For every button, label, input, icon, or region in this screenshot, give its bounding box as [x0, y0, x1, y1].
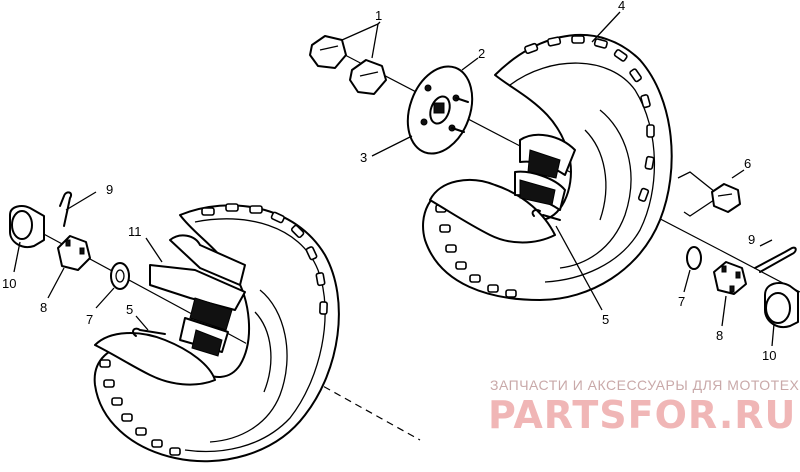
dust-cap [9, 205, 45, 248]
cotter-pin-5 [132, 327, 166, 337]
callout-7-left: 7 [86, 312, 93, 327]
right-wheel-assembly [309, 11, 800, 347]
callout-7-right: 7 [678, 294, 685, 309]
callout-9-left: 9 [106, 182, 113, 197]
castle-nut [57, 235, 91, 271]
callout-6: 6 [744, 156, 751, 171]
rim [429, 133, 576, 244]
tire [422, 33, 673, 301]
callout-5-right: 5 [602, 312, 609, 327]
leader-lines [13, 191, 163, 331]
cotter-pin [754, 246, 797, 273]
watermark-tagline: ЗАПЧАСТИ И АКСЕССУАРЫ ДЛЯ МОТОТЕХНИКИ [490, 377, 800, 393]
callout-11: 11 [128, 224, 142, 239]
rim [94, 234, 246, 386]
dust-cap [764, 282, 799, 328]
washer [686, 246, 702, 270]
left-wheel-assembly [9, 191, 421, 463]
callout-8-left: 8 [40, 300, 47, 315]
castle-nut [713, 261, 747, 295]
callout-numbers: 1 2 3 4 5 6 7 8 9 10 9 10 8 7 11 5 [2, 0, 776, 363]
callout-10-left: 10 [2, 276, 16, 291]
axle-nut [711, 183, 741, 213]
callout-2: 2 [478, 46, 485, 61]
cotter-pin-5 [531, 208, 561, 221]
hub [406, 65, 474, 155]
tread-lugs [99, 203, 328, 456]
callout-10-right: 10 [762, 348, 776, 363]
left-axle-dashed [239, 339, 421, 441]
tire [93, 203, 340, 463]
callout-5-left: 5 [126, 302, 133, 317]
washer [110, 262, 130, 290]
callout-4: 4 [618, 0, 625, 13]
watermark: ЗАПЧАСТИ И АКСЕССУАРЫ ДЛЯ МОТОТЕХНИКИ PA… [488, 377, 800, 437]
leader-lines [341, 11, 775, 347]
callout-8-right: 8 [716, 328, 723, 343]
callout-3: 3 [360, 150, 367, 165]
cotter-pin [59, 191, 73, 227]
callout-9-right: 9 [748, 232, 755, 247]
callout-1: 1 [375, 8, 382, 23]
lug-nuts [309, 35, 387, 95]
watermark-logo: PARTSFOR.RU [488, 393, 796, 437]
